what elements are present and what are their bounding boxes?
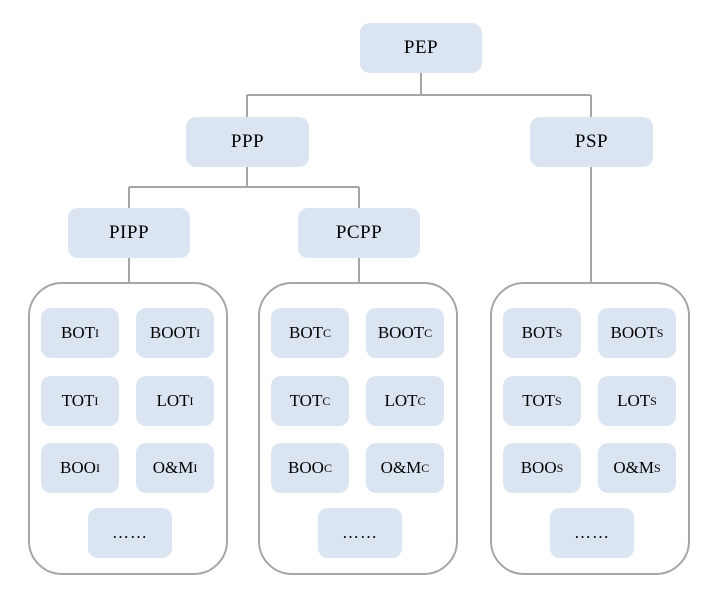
node-ppp: PPP <box>186 117 309 167</box>
node-bot-s-label: BOT <box>521 323 556 342</box>
node-ellipsis-i-label: …… <box>112 523 148 542</box>
node-pep-label: PEP <box>403 37 439 58</box>
node-ellipsis-i: …… <box>88 508 172 558</box>
node-boo-i-label: BOO <box>60 458 96 477</box>
node-bot-i-label: BOT <box>61 323 95 342</box>
node-boo-c-label: BOO <box>288 458 324 477</box>
node-ellipsis-c-label: …… <box>342 523 378 542</box>
node-pcpp: PCPP <box>298 208 420 258</box>
node-om-i-label: O&M <box>152 458 194 477</box>
node-tot-s-label: TOT <box>522 391 556 410</box>
node-pcpp-label: PCPP <box>335 222 383 243</box>
node-boot-c-label: BOOT <box>377 323 425 342</box>
node-lot-s-label: LOT <box>617 391 651 410</box>
node-pipp: PIPP <box>68 208 190 258</box>
node-boot-i-label: BOOT <box>149 323 197 342</box>
node-ellipsis-c: …… <box>318 508 402 558</box>
node-psp-label: PSP <box>574 131 609 152</box>
node-boo-s-label: BOO <box>520 458 557 477</box>
node-om-s-label: O&M <box>613 458 654 477</box>
node-lot-i-label: LOT <box>156 391 190 410</box>
node-bot-c-label: BOT <box>288 323 323 342</box>
node-ellipsis-s: …… <box>550 508 634 558</box>
node-tot-c-label: TOT <box>289 391 323 410</box>
node-boot-s-label: BOOT <box>610 323 657 342</box>
node-tot-i-label: TOT <box>61 391 95 410</box>
node-ellipsis-s-label: …… <box>574 523 610 542</box>
node-pipp-label: PIPP <box>108 222 150 243</box>
node-lot-c-label: LOT <box>384 391 418 410</box>
node-om-c-label: O&M <box>380 458 422 477</box>
node-ppp-label: PPP <box>230 131 265 152</box>
node-psp: PSP <box>530 117 653 167</box>
node-pep: PEP <box>360 23 482 73</box>
